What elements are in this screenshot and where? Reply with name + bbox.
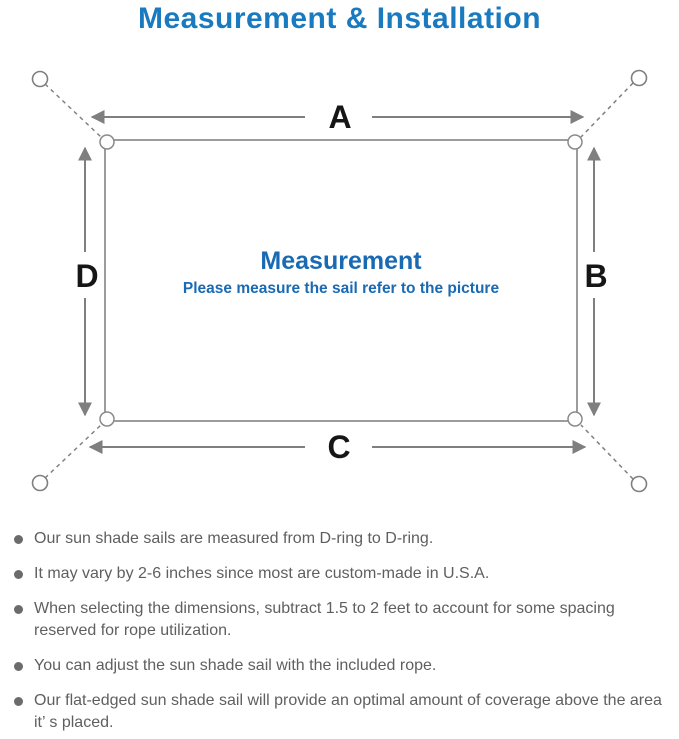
bullet-icon xyxy=(14,570,23,579)
note-text: When selecting the dimensions, subtract … xyxy=(34,600,615,639)
note-item: Our sun shade sails are measured from D-… xyxy=(8,528,667,550)
note-text: It may vary by 2-6 inches since most are… xyxy=(34,565,490,582)
bullet-icon xyxy=(14,662,23,671)
bullet-icon xyxy=(14,697,23,706)
dim-label-d: D xyxy=(75,258,98,294)
measurement-diagram: A B C D Measurement Please measure the s… xyxy=(31,69,648,493)
diagram-center-title: Measurement xyxy=(260,247,422,275)
d-ring-icon xyxy=(99,411,115,427)
sail-rectangle xyxy=(104,139,578,422)
dim-label-a: A xyxy=(328,99,351,135)
anchor-rings xyxy=(31,69,648,493)
tether-top-left xyxy=(44,83,102,138)
diagram-center-subtitle: Please measure the sail refer to the pic… xyxy=(183,280,500,297)
tether-bottom-left xyxy=(44,424,102,479)
anchor-ring-icon xyxy=(630,475,648,493)
note-item: You can adjust the sun shade sail with t… xyxy=(8,655,667,677)
d-ring-icon xyxy=(567,134,583,150)
tether-top-right xyxy=(580,82,634,138)
corner-tether-lines xyxy=(44,82,634,480)
dim-label-c: C xyxy=(327,429,350,465)
page-title: Measurement & Installation xyxy=(137,2,542,35)
bullet-icon xyxy=(14,535,23,544)
note-text: Our flat-edged sun shade sail will provi… xyxy=(34,692,662,731)
tether-bottom-right xyxy=(580,424,634,480)
dim-label-b: B xyxy=(584,258,607,294)
dimension-arrows xyxy=(78,110,601,454)
note-item: It may vary by 2-6 inches since most are… xyxy=(8,563,667,585)
note-text: Our sun shade sails are measured from D-… xyxy=(34,530,434,547)
anchor-ring-icon xyxy=(630,69,648,87)
d-ring-icon xyxy=(99,134,115,150)
anchor-ring-icon xyxy=(31,474,49,492)
note-item: Our flat-edged sun shade sail will provi… xyxy=(8,690,667,734)
d-ring-icon xyxy=(567,411,583,427)
bullet-icon xyxy=(14,605,23,614)
sail-corner-d-rings xyxy=(99,134,583,427)
anchor-ring-icon xyxy=(31,70,49,88)
notes-list: Our sun shade sails are measured from D-… xyxy=(8,528,667,739)
note-item: When selecting the dimensions, subtract … xyxy=(8,598,667,642)
note-text: You can adjust the sun shade sail with t… xyxy=(34,657,437,674)
